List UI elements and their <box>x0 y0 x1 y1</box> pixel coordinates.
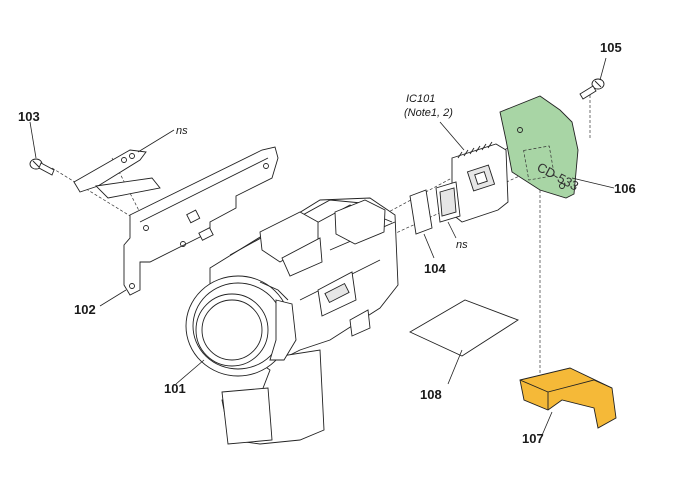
part-ic101-sensor <box>451 141 509 223</box>
label-104: 104 <box>424 261 446 276</box>
label-108: 108 <box>420 387 442 402</box>
label-107: 107 <box>522 431 544 446</box>
label-ic101: IC101 <box>406 93 435 105</box>
label-ns-chip: ns <box>456 239 468 251</box>
part-ns-chip <box>435 181 461 223</box>
part-105-screw <box>579 78 605 100</box>
part-104-sheet <box>409 189 433 235</box>
label-ns-bracket: ns <box>176 125 188 137</box>
part-101-lens-block <box>185 197 399 445</box>
label-106: 106 <box>614 181 636 196</box>
label-102: 102 <box>74 302 96 317</box>
part-102-bracket <box>123 146 279 296</box>
part-108-sheet <box>409 299 519 357</box>
part-ns-bracket <box>73 149 161 199</box>
part-103-screw <box>29 158 55 176</box>
label-105: 105 <box>600 40 622 55</box>
label-ic101-note: (Note1, 2) <box>404 107 453 119</box>
leader-lines <box>29 57 615 441</box>
part-107-flex <box>519 367 617 429</box>
part-labels: 103 ns 102 101 IC101 (Note1, 2) ns 104 1… <box>18 40 636 446</box>
label-103: 103 <box>18 109 40 124</box>
part-106-board: CD-533 <box>499 95 581 199</box>
label-101: 101 <box>164 381 186 396</box>
